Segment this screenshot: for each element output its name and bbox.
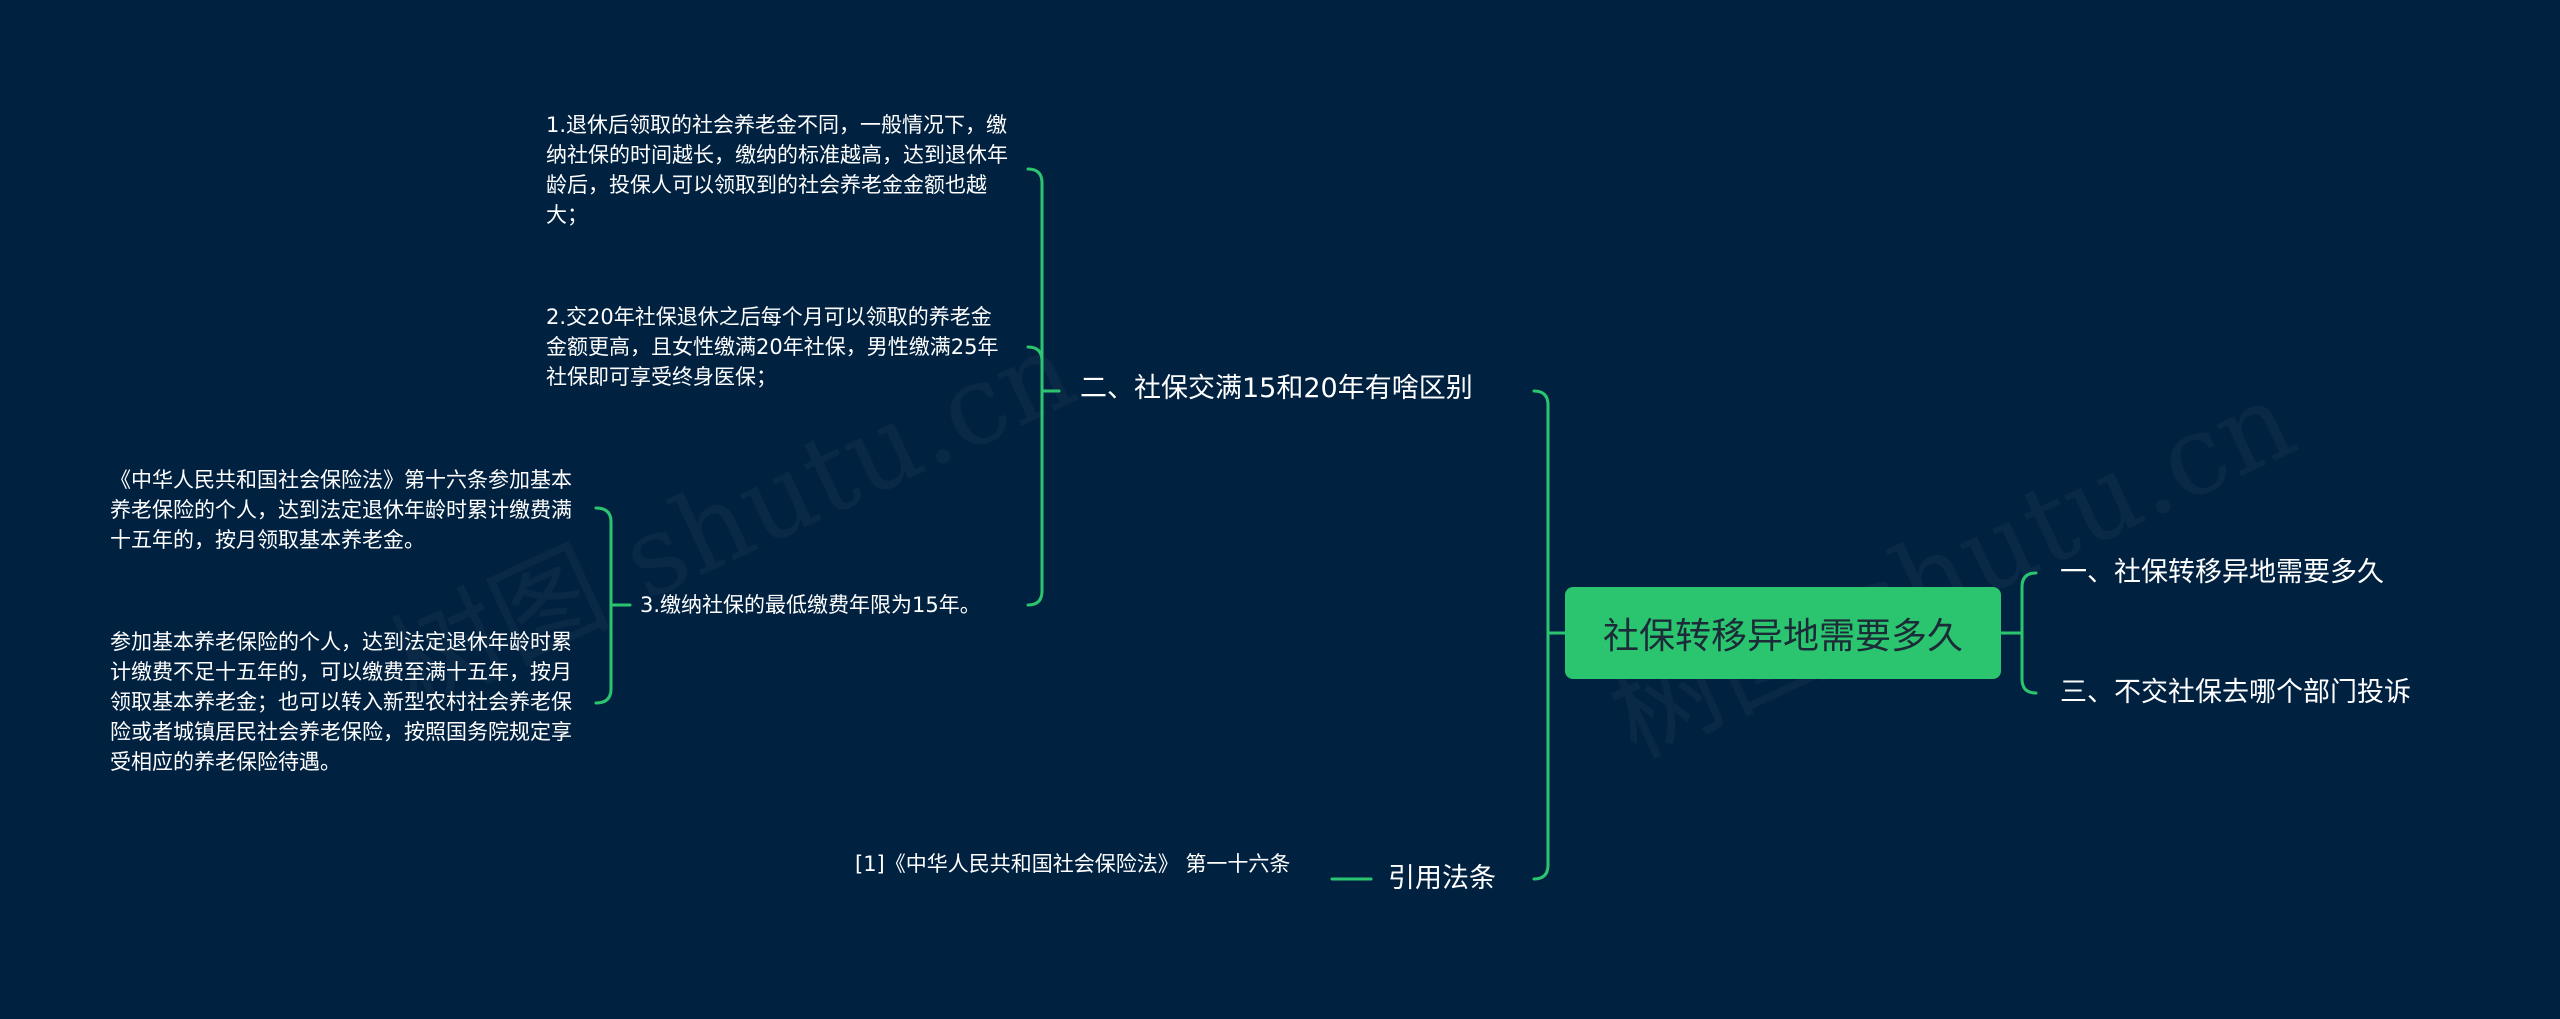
item-one-text[interactable]: 1.退休后领取的社会养老金不同，一般情况下，缴纳社保的时间越长，缴纳的标准越高，… — [546, 113, 1008, 227]
detail-insufficient-years-text[interactable]: 参加基本养老保险的个人，达到法定退休年龄时累计缴费不足十五年的，可以缴费至满十五… — [110, 630, 572, 774]
connector-right-trunk — [2020, 571, 2038, 695]
root-topic[interactable]: 社保转移异地需要多久 — [1565, 587, 2001, 679]
item-two-text[interactable]: 2.交20年社保退休之后每个月可以领取的养老金金额更高，且女性缴满20年社保，男… — [546, 305, 999, 389]
branch-citations[interactable]: 引用法条 — [1388, 863, 1496, 894]
detail-article-16-text[interactable]: 《中华人民共和国社会保险法》第十六条参加基本养老保险的个人，达到法定退休年龄时累… — [110, 468, 572, 552]
citation-item-text[interactable]: [1]《中华人民共和国社会保险法》 第一十六条 — [855, 852, 1291, 876]
connector-section-two-trunk — [1026, 167, 1044, 607]
branch-section-one[interactable]: 一、社保转移异地需要多久 — [2060, 557, 2384, 588]
branch-section-three[interactable]: 三、不交社保去哪个部门投诉 — [2060, 677, 2411, 708]
connector-details-trunk — [594, 506, 613, 705]
branch-section-two[interactable]: 二、社保交满15和20年有啥区别 — [1080, 373, 1473, 404]
connector-left-trunk — [1532, 389, 1550, 881]
connector-item-two — [1026, 345, 1044, 363]
item-three-text[interactable]: 3.缴纳社保的最低缴费年限为15年。 — [640, 593, 981, 617]
